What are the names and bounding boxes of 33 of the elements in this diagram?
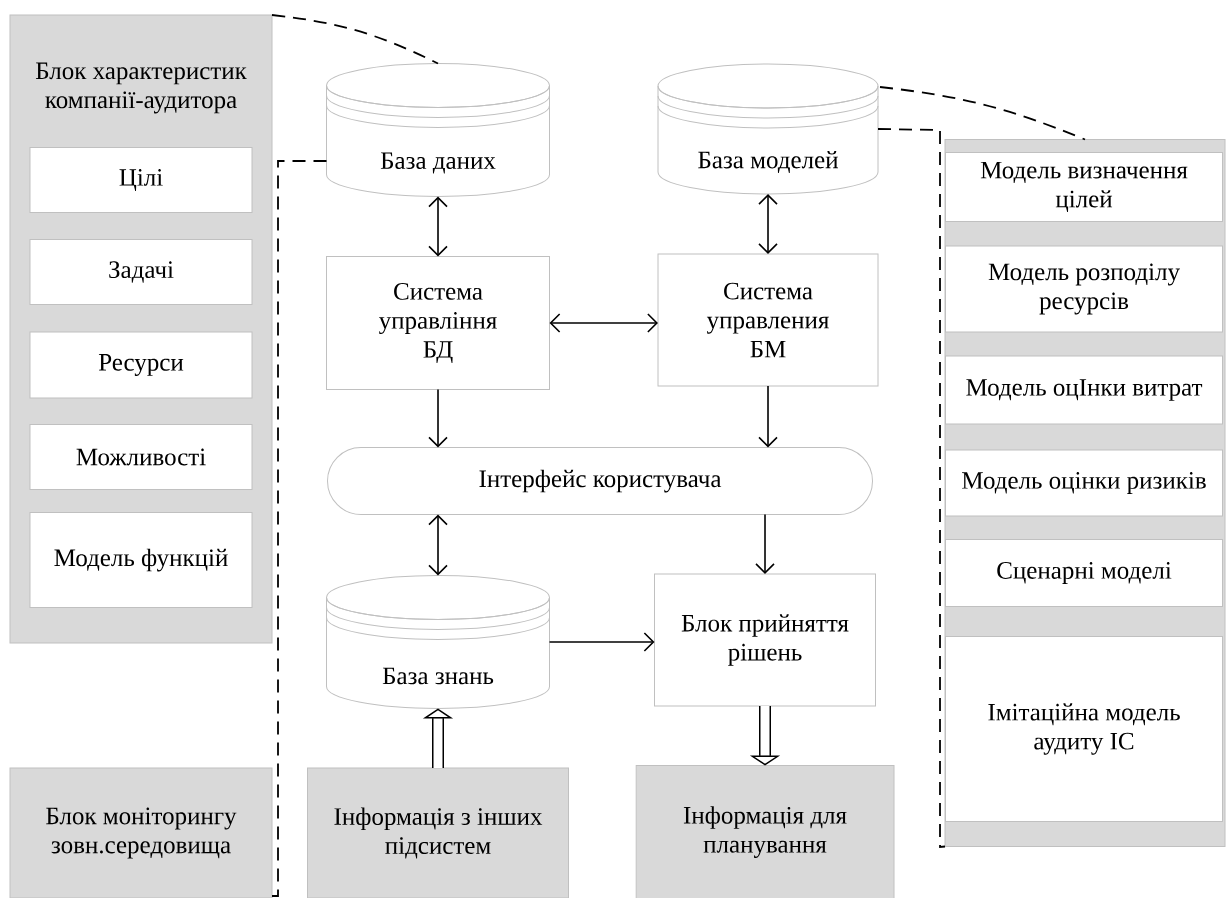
arrow	[548, 632, 655, 652]
process-box: Система управления БМ	[657, 253, 879, 387]
arrow	[758, 385, 778, 448]
process-box: Система управління БД	[326, 256, 550, 390]
process-box: Модель визначення цілей	[945, 152, 1223, 222]
process-box: Ресурси	[29, 331, 253, 399]
process-box: Сценарні моделі	[945, 539, 1223, 607]
interface-bar: Інтерфейс користувача	[327, 447, 873, 515]
connector	[877, 128, 946, 848]
connector	[271, 14, 439, 65]
process-box: Імітаційна модель аудиту ІС	[945, 636, 1223, 822]
connector	[879, 86, 1086, 141]
arrow	[428, 514, 448, 576]
process-box: Модель розподілу ресурсів	[945, 245, 1223, 333]
process-box: Модель функцій	[29, 512, 253, 608]
process-box: Модель оцІнки витрат	[945, 355, 1223, 425]
database-cylinder: База даних	[326, 63, 550, 197]
arrow	[428, 388, 448, 448]
arrow	[428, 196, 448, 257]
process-box: Цілі	[29, 147, 253, 213]
database-cylinder: База моделей	[657, 63, 879, 195]
process-box: Задачі	[29, 239, 253, 305]
info-box: Інформація з інших підсистем	[307, 767, 569, 898]
database-cylinder: База знань	[326, 575, 550, 709]
info-box: Інформація для планування	[635, 765, 895, 898]
process-box: Модель оцінки ризиків	[945, 449, 1223, 517]
connector	[271, 160, 328, 897]
process-box: Блок прийняття рішень	[654, 573, 876, 707]
process-box: Можливості	[29, 424, 253, 490]
arrow	[755, 513, 775, 574]
arrow	[758, 194, 778, 254]
arrow	[549, 313, 658, 333]
info-box: Блок моніторингу зовн.середовища	[9, 767, 273, 898]
